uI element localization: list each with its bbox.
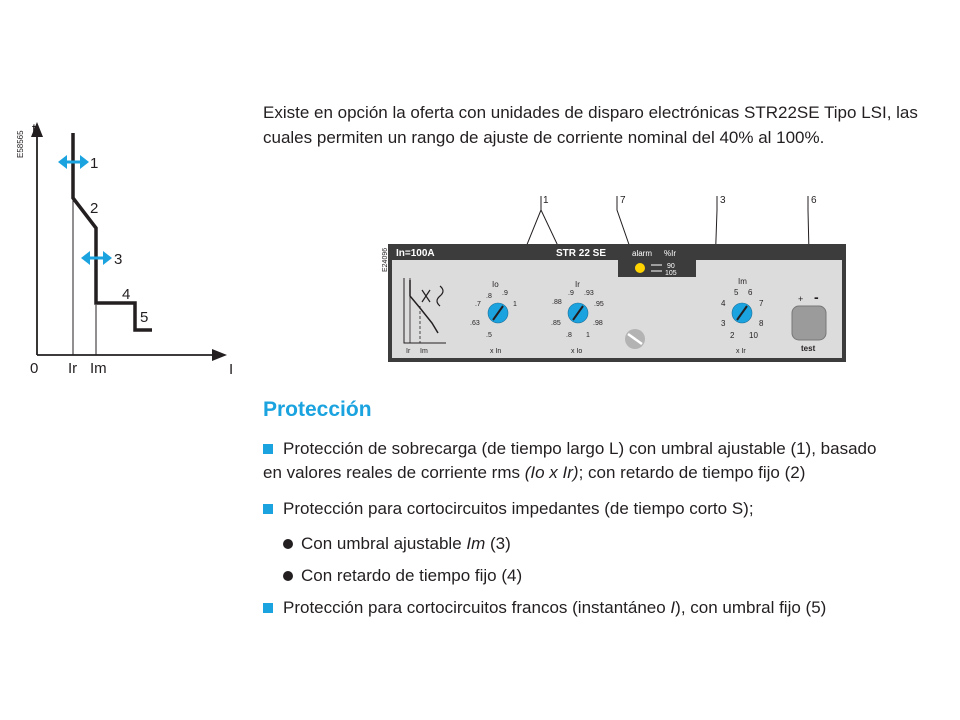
model-label: STR 22 SE (556, 248, 606, 259)
dial-io-tick: .7 (475, 301, 481, 308)
bullet-overload-text-a: Protección de sobrecarga (de tiempo larg… (283, 439, 877, 458)
dial-ir-tick: 1 (586, 332, 590, 339)
dial-im[interactable]: Im 5 6 4 7 3 8 2 10 x Ir (721, 277, 764, 355)
dial-io-tick: .8 (486, 293, 492, 300)
dial-ir-label: Ir (575, 280, 580, 289)
dial-io-tick: .63 (470, 320, 480, 327)
callout-7: 7 (620, 195, 626, 206)
axis-i-label: I (229, 361, 233, 378)
dial-io[interactable]: Io .8 .9 .7 1 .63 .5 x In (470, 280, 517, 355)
bullet-square-icon (263, 603, 273, 613)
bullet-overload-text-b1: en valores reales de corriente rms (263, 463, 525, 482)
curve-label-5: 5 (140, 309, 148, 326)
i-axis-arrow (212, 349, 227, 361)
bullet-square-icon (263, 444, 273, 454)
alarm-cutout (618, 259, 696, 277)
subbullet-threshold-b: Im (466, 534, 486, 553)
dial-im-tick: 6 (748, 288, 753, 297)
dial-im-unit: x Ir (736, 348, 746, 355)
intro-paragraph: Existe en opción la oferta con unidades … (263, 103, 918, 147)
mini-label-ir: Ir (406, 348, 411, 355)
bullet-square-icon (263, 504, 273, 514)
bullet-inst-b: I (670, 598, 676, 617)
alarm-label: alarm (632, 249, 652, 258)
subbullet-threshold: Con umbral ajustable Im (3) (301, 532, 511, 556)
adjust-arrow-ir (58, 155, 89, 169)
alarm-level-105: 105 (665, 270, 677, 277)
dial-ir-tick: .9 (568, 290, 574, 297)
bullet-shorttime: Protección para cortocircuitos impedante… (283, 499, 754, 518)
panel-face (392, 260, 842, 358)
curve-label-1: 1 (90, 155, 98, 172)
bullet-overload-text-b3: ; con retardo de tiempo fijo (2) (578, 463, 806, 482)
callout-6: 6 (811, 195, 817, 206)
callout-3: 3 (720, 195, 726, 206)
dial-io-pointer (492, 305, 504, 321)
dial-io-unit: x In (490, 348, 501, 355)
dial-io-tick: .9 (502, 290, 508, 297)
screw-slot (625, 329, 645, 349)
bullet-overload-text-b2: (Io x Ir) (524, 463, 579, 482)
trip-unit-panel: E24096 1 7 3 6 In=100A STR 22 SE alarm %… (382, 195, 846, 362)
dial-ir-tick: .85 (551, 320, 561, 327)
dial-ir-unit: x Io (571, 348, 582, 355)
dial-ir-pointer (572, 305, 584, 321)
bullet-dot-icon (283, 539, 293, 549)
origin-label: 0 (30, 360, 38, 377)
t-axis-arrow (31, 122, 43, 137)
adjust-arrow-im (81, 251, 112, 265)
curve-label-3: 3 (114, 251, 122, 268)
bullet-dot-icon (283, 571, 293, 581)
dial-ir-tick: .95 (594, 301, 604, 308)
curve-label-2: 2 (90, 200, 98, 217)
dial-ir-tick: .98 (593, 320, 603, 327)
axis-t-label: t (32, 121, 37, 138)
dial-im-tick: 10 (749, 331, 758, 340)
bullet-overload-line2: en valores reales de corriente rms (Io x… (263, 461, 805, 485)
dial-io-label: Io (492, 280, 499, 289)
mini-label-im: Im (420, 348, 428, 355)
bullet-inst-a: Protección para cortocircuitos francos (… (283, 598, 671, 617)
bullet-instantaneous: Protección para cortocircuitos francos (… (283, 596, 826, 620)
tick-ir: Ir (68, 360, 77, 377)
section-title: Protección (263, 398, 372, 421)
callout-1: 1 (543, 195, 549, 206)
dial-im-tick: 7 (759, 299, 764, 308)
test-button[interactable] (791, 305, 827, 341)
alarm-led (635, 263, 645, 273)
dial-ir-tick: .93 (584, 290, 594, 297)
dial-im-tick: 3 (721, 319, 726, 328)
trip-curve-graph: E58565 t I 0 Ir Im 1 2 3 4 5 (16, 121, 233, 378)
dial-ir-tick: .88 (552, 299, 562, 306)
bullet-overload-line1: Protección de sobrecarga (de tiempo larg… (283, 437, 876, 461)
rating-label: In=100A (396, 248, 435, 259)
short-time-symbol (421, 285, 444, 307)
dial-io-tick: .5 (486, 332, 492, 339)
dial-im-tick: 8 (759, 319, 764, 328)
tick-im: Im (90, 360, 107, 377)
panel-code: E24096 (382, 248, 389, 272)
subbullet-threshold-c: (3) (485, 534, 511, 553)
dial-im-pointer (736, 305, 748, 321)
test-label: test (801, 344, 816, 353)
bullet-inst-c: ), con umbral fijo (5) (675, 598, 827, 617)
alarm-level-90: 90 (667, 263, 675, 270)
dial-im-tick: 4 (721, 299, 726, 308)
dial-im-tick: 2 (730, 331, 735, 340)
mini-curve-symbol: Ir Im (403, 278, 446, 355)
test-minus: - (814, 289, 819, 305)
graph-code: E58565 (16, 130, 25, 158)
dial-io-tick: 1 (513, 301, 517, 308)
trip-curve (71, 133, 152, 332)
curve-label-4: 4 (122, 286, 130, 303)
dial-ir-tick: .8 (566, 332, 572, 339)
dial-ir[interactable]: Ir .9 .93 .88 .95 .85 .98 .8 1 x Io (551, 280, 604, 355)
subbullet-delay: Con retardo de tiempo fijo (4) (301, 566, 523, 585)
test-plus: + (798, 294, 803, 304)
dial-im-label: Im (738, 277, 747, 286)
subbullet-threshold-a: Con umbral ajustable (301, 534, 467, 553)
pct-ir-label: %Ir (664, 249, 676, 258)
dial-im-tick: 5 (734, 288, 739, 297)
